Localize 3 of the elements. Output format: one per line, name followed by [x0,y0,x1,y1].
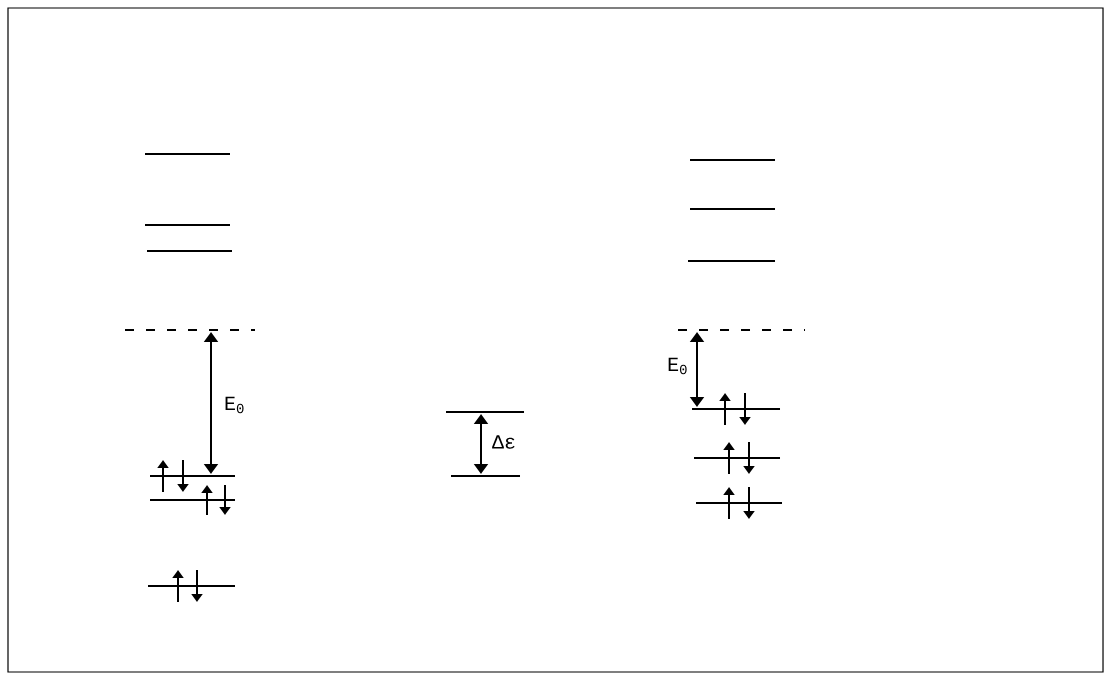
symbol-label: E$_{0}$ [668,357,687,375]
symbol-label: E$_{0}$ [225,396,244,414]
symbol-label: Δε [492,435,515,449]
